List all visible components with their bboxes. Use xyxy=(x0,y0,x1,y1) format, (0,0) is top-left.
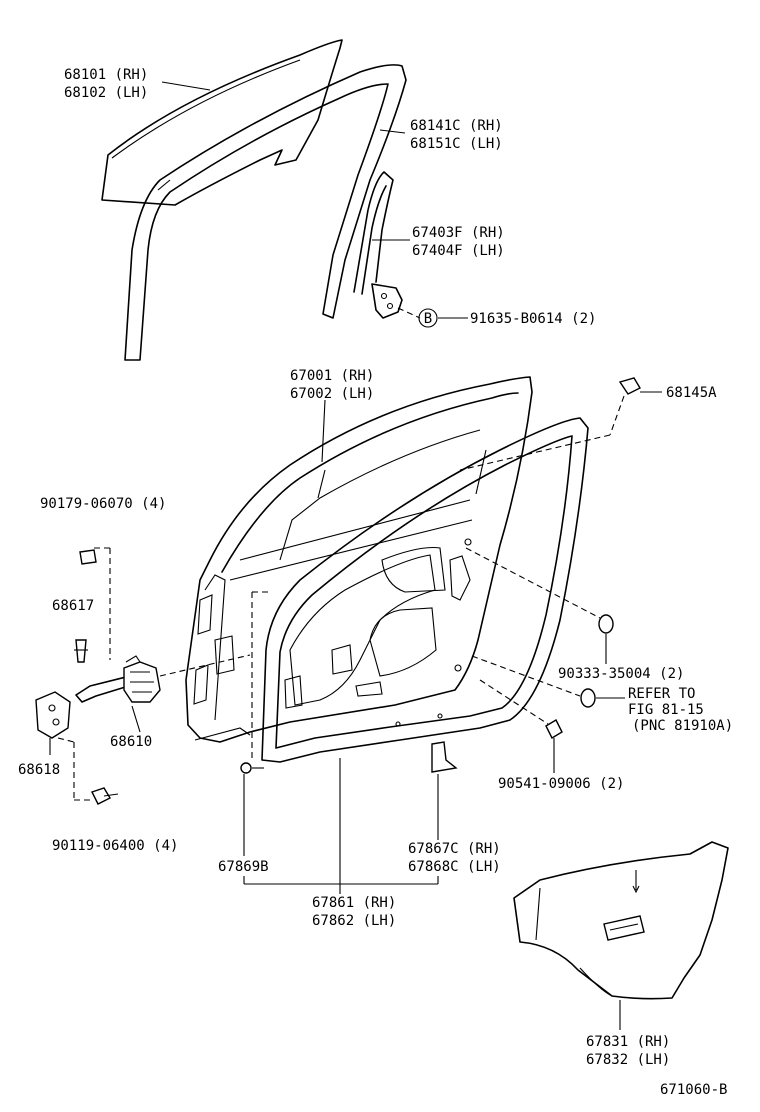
label-67403f: 67403F (RH) xyxy=(412,225,505,241)
hinge-68618 xyxy=(35,691,71,739)
label-refer-2: FIG 81-15 xyxy=(628,702,704,718)
leader-lines xyxy=(49,81,662,1030)
label-67832: 67832 (LH) xyxy=(586,1052,670,1068)
label-90179: 90179-06070 (4) xyxy=(40,496,166,512)
clip-67869b-shape xyxy=(240,762,264,774)
label-67868c: 67868C (LH) xyxy=(408,859,501,875)
bolt-b-circle xyxy=(418,308,438,328)
label-68151c: 68151C (LH) xyxy=(410,136,503,152)
clip-67867c-shape xyxy=(431,741,458,773)
bolt-90179-shape xyxy=(79,549,97,565)
label-67001: 67001 (RH) xyxy=(290,368,374,384)
cushion-90541-shape xyxy=(545,719,563,739)
label-90541: 90541-09006 (2) xyxy=(498,776,624,792)
label-68145a: 68145A xyxy=(666,385,717,401)
bolt-90119-shape xyxy=(91,787,119,805)
rear-channel xyxy=(353,171,403,319)
stopper-68145a-shape xyxy=(618,377,641,395)
label-67862: 67862 (LH) xyxy=(312,913,396,929)
label-refer-1: REFER TO xyxy=(628,686,695,702)
door-check xyxy=(75,655,161,703)
label-67002: 67002 (LH) xyxy=(290,386,374,402)
label-67867c: 67867C (RH) xyxy=(408,841,501,857)
label-68141c: 68141C (RH) xyxy=(410,118,503,134)
refer-part-shape xyxy=(580,688,596,708)
label-68102: 68102 (LH) xyxy=(64,85,148,101)
service-hole-cover xyxy=(513,841,729,1000)
label-68101: 68101 (RH) xyxy=(64,67,148,83)
plug-90333-shape xyxy=(598,614,614,634)
label-refer-3: (PNC 81910A) xyxy=(632,718,733,734)
label-67861: 67861 (RH) xyxy=(312,895,396,911)
label-90333: 90333-35004 (2) xyxy=(558,666,684,682)
label-67404f: 67404F (LH) xyxy=(412,243,505,259)
label-68617: 68617 xyxy=(52,598,94,614)
pin-68617 xyxy=(74,639,88,663)
glass-run xyxy=(124,64,407,361)
bolt-b-letter: B xyxy=(424,311,432,327)
door-panel xyxy=(185,376,533,743)
figure-code: 671060-B xyxy=(660,1082,727,1098)
door-glass xyxy=(101,39,343,206)
label-67831: 67831 (RH) xyxy=(586,1034,670,1050)
label-90119: 90119-06400 (4) xyxy=(52,838,178,854)
part-labels: 68101 (RH) 68102 (LH) 68141C (RH) 68151C… xyxy=(18,67,733,1098)
label-68610: 68610 xyxy=(110,734,152,750)
label-67869b: 67869B xyxy=(218,859,269,875)
label-91635: 91635-B0614 (2) xyxy=(470,311,596,327)
label-68618: 68618 xyxy=(18,762,60,778)
door-weatherstrip xyxy=(261,417,589,763)
